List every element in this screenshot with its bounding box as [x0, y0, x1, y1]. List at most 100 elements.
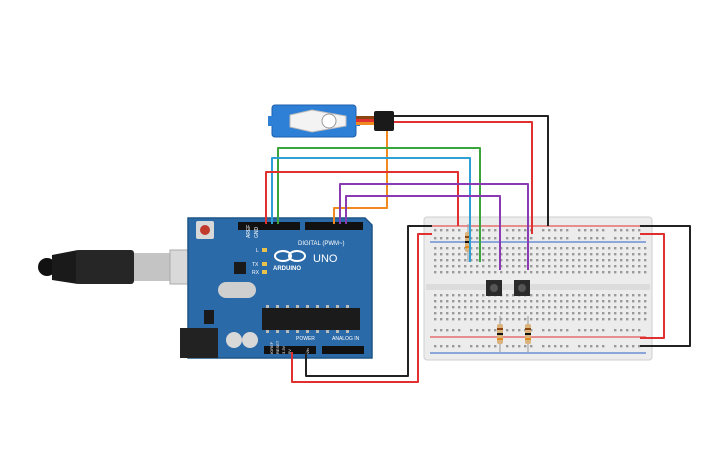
breadboard-hole[interactable]: [440, 229, 443, 232]
breadboard-hole[interactable]: [602, 229, 605, 232]
breadboard-hole[interactable]: [638, 312, 641, 315]
breadboard-hole[interactable]: [494, 271, 497, 274]
breadboard-hole[interactable]: [602, 253, 605, 256]
breadboard-hole[interactable]: [590, 265, 593, 268]
breadboard-hole[interactable]: [440, 312, 443, 315]
breadboard-hole[interactable]: [620, 229, 623, 232]
breadboard-hole[interactable]: [506, 318, 509, 321]
breadboard-hole[interactable]: [590, 318, 593, 321]
breadboard-hole[interactable]: [644, 312, 647, 315]
breadboard-hole[interactable]: [464, 312, 467, 315]
breadboard-hole[interactable]: [452, 294, 455, 297]
breadboard-hole[interactable]: [590, 253, 593, 256]
breadboard-hole[interactable]: [494, 229, 497, 232]
breadboard-hole[interactable]: [548, 294, 551, 297]
breadboard-hole[interactable]: [464, 259, 467, 262]
breadboard-hole[interactable]: [644, 294, 647, 297]
breadboard-hole[interactable]: [638, 229, 641, 232]
breadboard-hole[interactable]: [608, 300, 611, 303]
breadboard-hole[interactable]: [632, 345, 635, 348]
breadboard-hole[interactable]: [578, 237, 581, 240]
breadboard-hole[interactable]: [530, 237, 533, 240]
breadboard-hole[interactable]: [446, 247, 449, 250]
breadboard-hole[interactable]: [482, 247, 485, 250]
breadboard-hole[interactable]: [464, 300, 467, 303]
breadboard-hole[interactable]: [578, 306, 581, 309]
breadboard-hole[interactable]: [518, 306, 521, 309]
breadboard-hole[interactable]: [434, 318, 437, 321]
breadboard-hole[interactable]: [446, 312, 449, 315]
breadboard-hole[interactable]: [470, 253, 473, 256]
breadboard-hole[interactable]: [596, 265, 599, 268]
breadboard-hole[interactable]: [554, 345, 557, 348]
breadboard-hole[interactable]: [542, 294, 545, 297]
breadboard-hole[interactable]: [548, 312, 551, 315]
breadboard-hole[interactable]: [554, 300, 557, 303]
breadboard-hole[interactable]: [626, 265, 629, 268]
breadboard-hole[interactable]: [572, 271, 575, 274]
breadboard-hole[interactable]: [566, 312, 569, 315]
breadboard-hole[interactable]: [452, 312, 455, 315]
breadboard-hole[interactable]: [488, 300, 491, 303]
breadboard-hole[interactable]: [620, 271, 623, 274]
breadboard-hole[interactable]: [554, 306, 557, 309]
breadboard-hole[interactable]: [632, 294, 635, 297]
breadboard-hole[interactable]: [632, 247, 635, 250]
breadboard-hole[interactable]: [584, 229, 587, 232]
breadboard-hole[interactable]: [542, 253, 545, 256]
breadboard-hole[interactable]: [632, 265, 635, 268]
breadboard-hole[interactable]: [638, 271, 641, 274]
breadboard-hole[interactable]: [638, 237, 641, 240]
breadboard-hole[interactable]: [470, 259, 473, 262]
breadboard-hole[interactable]: [482, 306, 485, 309]
breadboard-hole[interactable]: [512, 300, 515, 303]
breadboard-hole[interactable]: [506, 294, 509, 297]
breadboard-hole[interactable]: [578, 312, 581, 315]
breadboard-hole[interactable]: [470, 229, 473, 232]
breadboard-hole[interactable]: [476, 345, 479, 348]
breadboard-hole[interactable]: [578, 229, 581, 232]
breadboard-hole[interactable]: [476, 259, 479, 262]
breadboard-hole[interactable]: [488, 271, 491, 274]
breadboard-hole[interactable]: [524, 345, 527, 348]
breadboard-hole[interactable]: [452, 306, 455, 309]
breadboard-hole[interactable]: [644, 253, 647, 256]
breadboard-hole[interactable]: [506, 312, 509, 315]
breadboard-hole[interactable]: [554, 259, 557, 262]
breadboard-hole[interactable]: [452, 229, 455, 232]
breadboard-hole[interactable]: [560, 247, 563, 250]
breadboard-hole[interactable]: [506, 329, 509, 332]
breadboard-hole[interactable]: [482, 253, 485, 256]
breadboard-hole[interactable]: [452, 259, 455, 262]
breadboard-hole[interactable]: [506, 247, 509, 250]
breadboard-hole[interactable]: [488, 253, 491, 256]
breadboard-hole[interactable]: [512, 312, 515, 315]
breadboard-hole[interactable]: [560, 271, 563, 274]
breadboard-hole[interactable]: [626, 312, 629, 315]
breadboard-hole[interactable]: [566, 237, 569, 240]
usb-cable-icon[interactable]: [38, 249, 201, 285]
breadboard-hole[interactable]: [452, 265, 455, 268]
breadboard-hole[interactable]: [530, 265, 533, 268]
wire-servo-vcc[interactable]: [394, 121, 533, 234]
breadboard-hole[interactable]: [644, 259, 647, 262]
breadboard-hole[interactable]: [458, 329, 461, 332]
breadboard-hole[interactable]: [536, 294, 539, 297]
breadboard-hole[interactable]: [560, 312, 563, 315]
breadboard-hole[interactable]: [476, 300, 479, 303]
breadboard-hole[interactable]: [572, 312, 575, 315]
breadboard-hole[interactable]: [560, 259, 563, 262]
breadboard-hole[interactable]: [590, 306, 593, 309]
breadboard-hole[interactable]: [446, 294, 449, 297]
breadboard-hole[interactable]: [620, 253, 623, 256]
wire-green[interactable]: [277, 147, 481, 262]
breadboard-hole[interactable]: [620, 318, 623, 321]
breadboard-hole[interactable]: [614, 318, 617, 321]
breadboard-hole[interactable]: [512, 294, 515, 297]
breadboard-hole[interactable]: [470, 345, 473, 348]
breadboard-hole[interactable]: [620, 265, 623, 268]
breadboard-hole[interactable]: [518, 318, 521, 321]
breadboard-hole[interactable]: [488, 229, 491, 232]
breadboard-hole[interactable]: [632, 271, 635, 274]
breadboard-hole[interactable]: [614, 271, 617, 274]
